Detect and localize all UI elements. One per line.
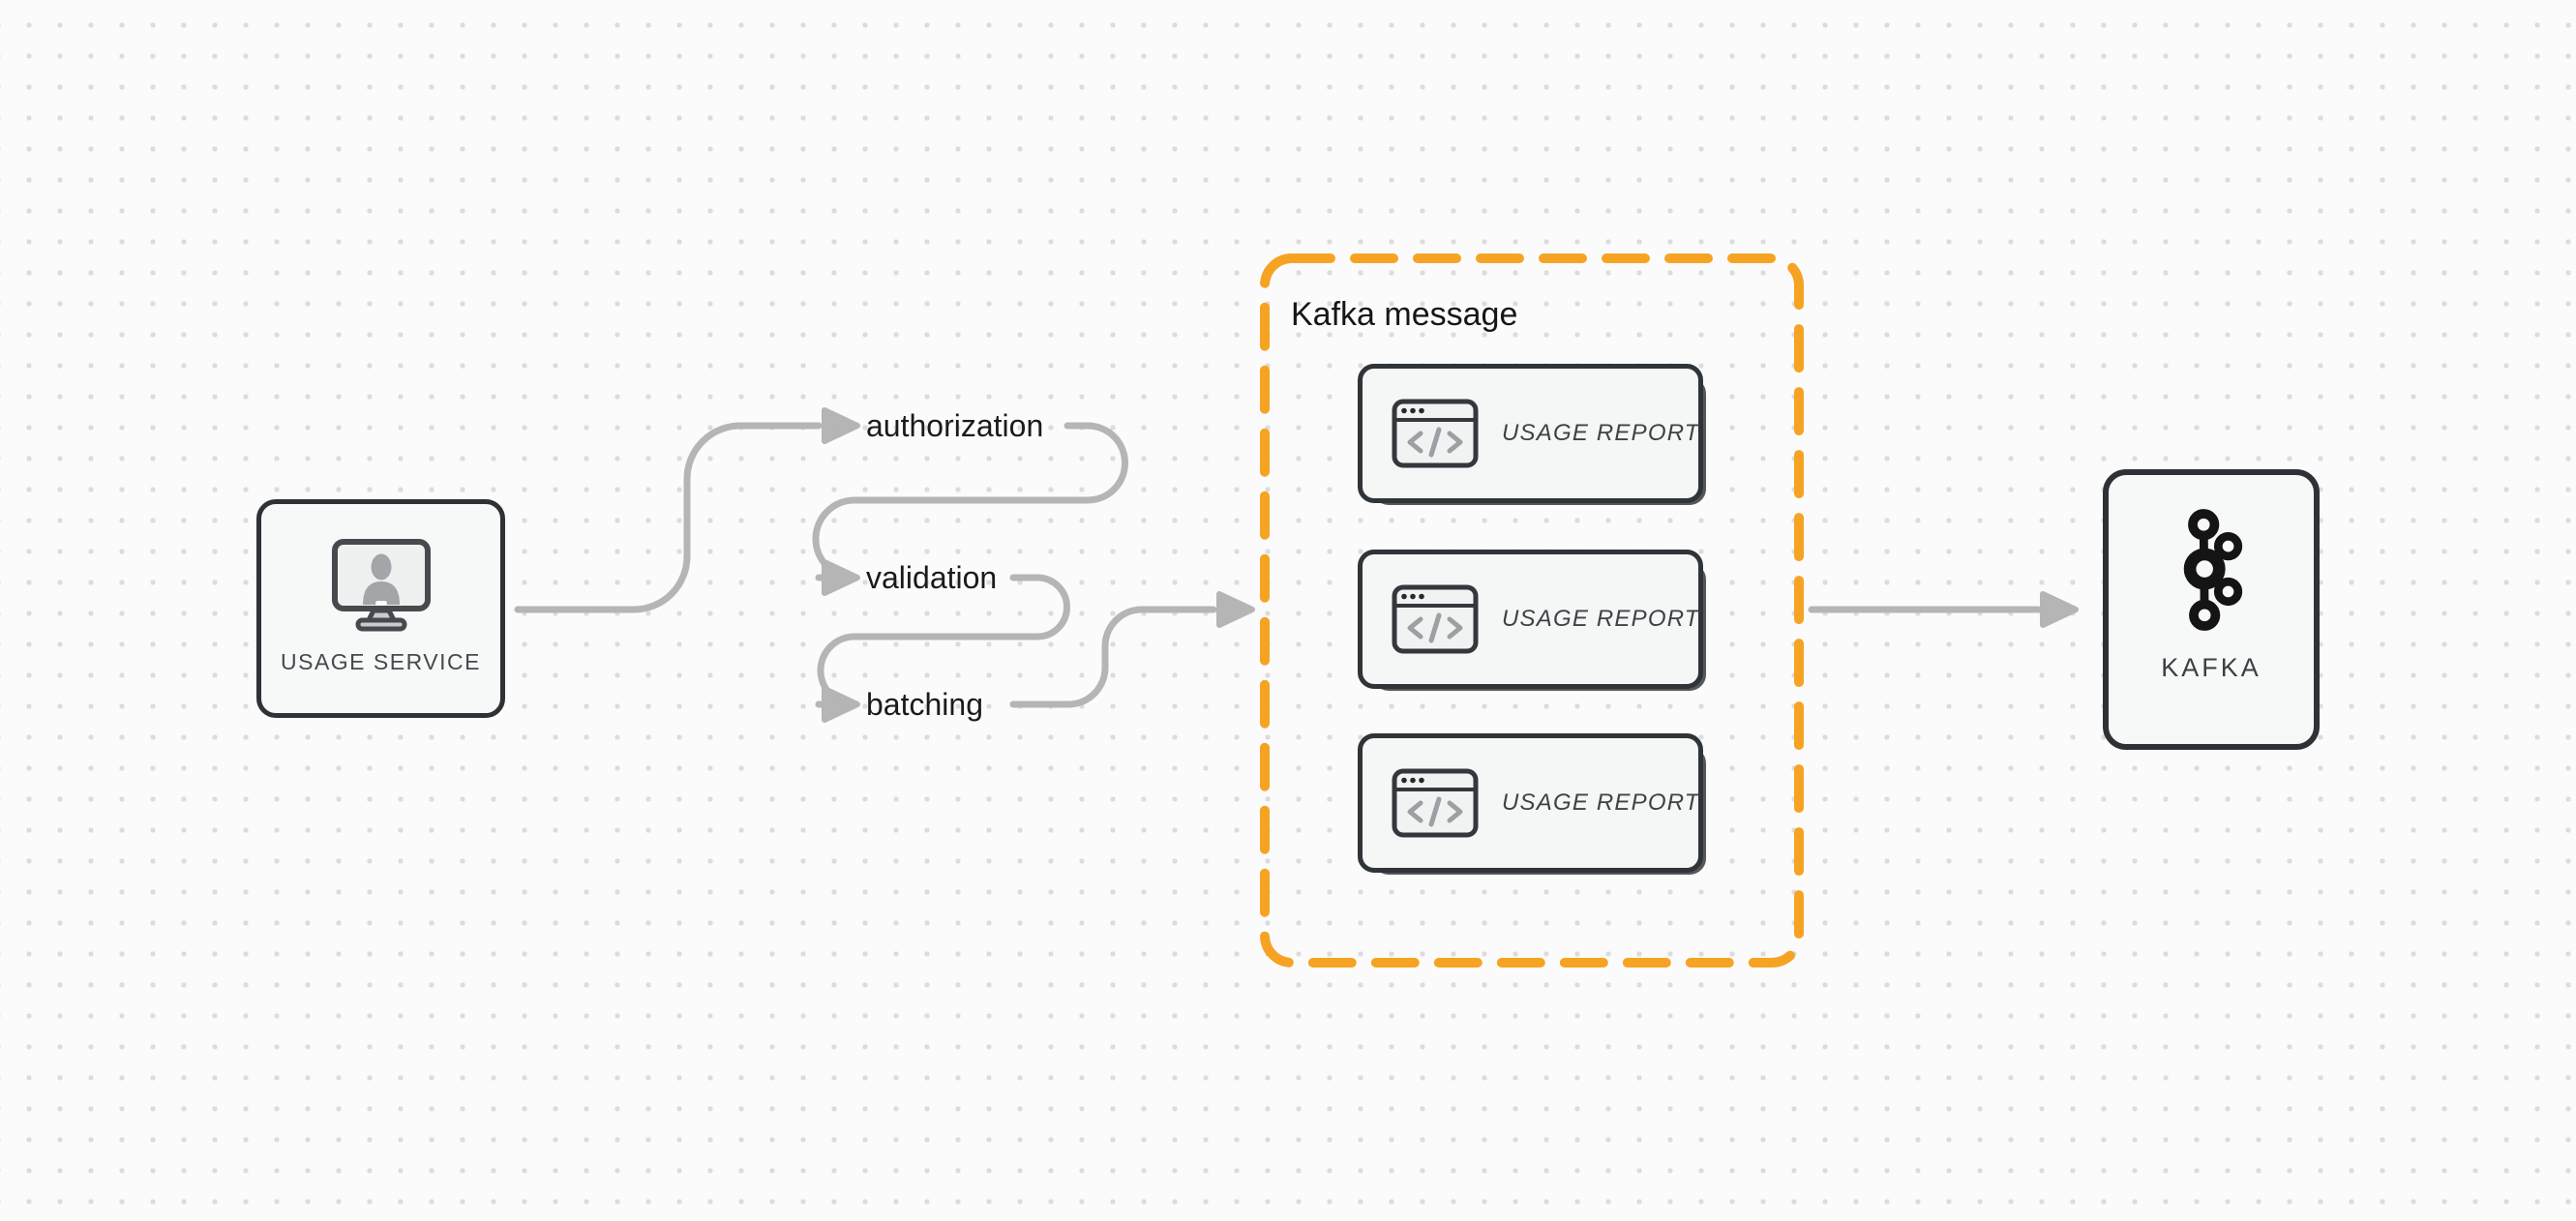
- step-label-validation: validation: [866, 559, 998, 595]
- connector-batching-to-kafka-message: [1009, 606, 1217, 708]
- usage-report-card: USAGE REPORT: [1358, 364, 1706, 505]
- kafka-message-group-title: Kafka message: [1291, 296, 1518, 333]
- dashed-group-border: [1260, 253, 1804, 968]
- code-window-icon: [1392, 584, 1479, 654]
- step-label-batching: batching: [866, 686, 983, 722]
- connector-usage-to-authorization: [514, 422, 823, 613]
- arrowhead-authorization: [822, 407, 860, 444]
- kafka-message-group: Kafka message USAGE REPORT: [1260, 253, 1804, 968]
- usage-report-label: USAGE REPORT: [1502, 606, 1700, 632]
- usage-report-card: USAGE REPORT: [1358, 550, 1706, 691]
- arrowhead-into-kafka-message: [1216, 591, 1255, 628]
- arrowhead-validation: [822, 559, 860, 596]
- arrowhead-into-kafka: [2040, 591, 2079, 628]
- usage-report-card: USAGE REPORT: [1358, 733, 1706, 875]
- usage-report-label: USAGE REPORT: [1502, 420, 1700, 446]
- kafka-node: KAFKA: [2103, 469, 2320, 750]
- code-window-icon: [1392, 768, 1479, 838]
- usage-service-label: USAGE SERVICE: [281, 649, 481, 674]
- monitor-user-icon: [331, 539, 431, 632]
- step-label-authorization: authorization: [866, 407, 1044, 443]
- usage-report-label: USAGE REPORT: [1502, 789, 1700, 816]
- kafka-logo-icon: [2183, 509, 2243, 631]
- code-window-icon: [1392, 399, 1479, 468]
- kafka-label: KAFKA: [2161, 653, 2261, 682]
- usage-service-node: USAGE SERVICE: [256, 499, 505, 718]
- arrowhead-batching: [822, 686, 860, 723]
- connector-authorization-to-validation: [812, 422, 1128, 581]
